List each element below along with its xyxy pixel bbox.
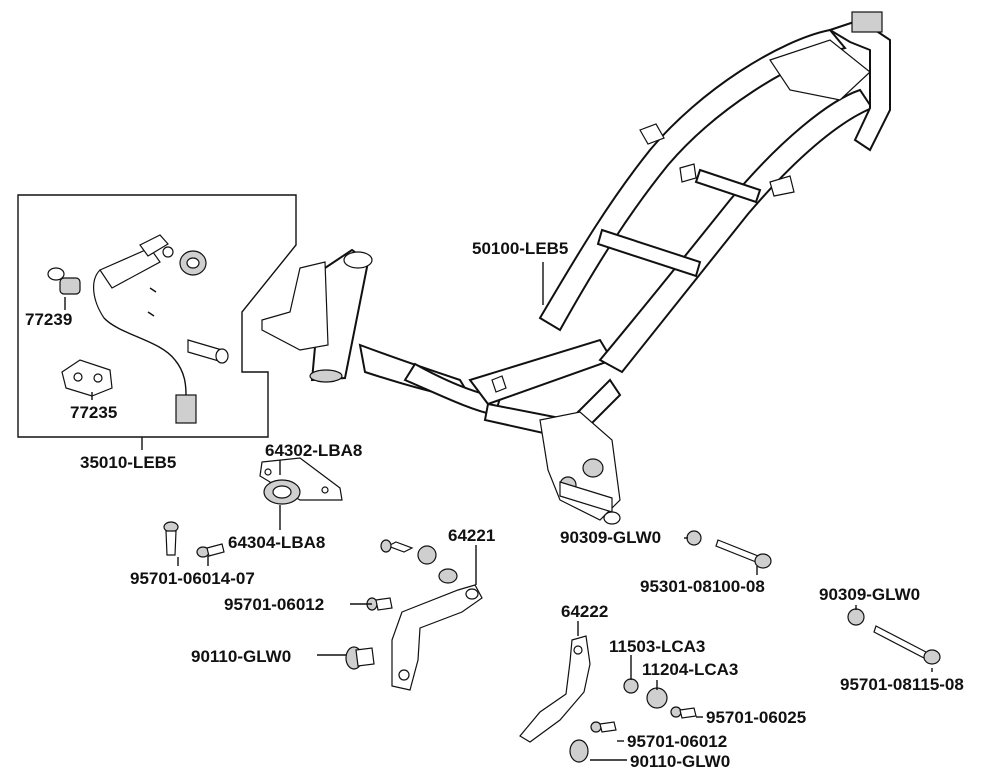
- label-bolt-95701-06012-left: 95701-06012: [224, 595, 324, 614]
- label-bolt-95701-06014-07: 95701-06014-07: [130, 569, 255, 588]
- bracket-64302-drawing: [259, 457, 343, 505]
- long-bolt-95701-08115-drawing: [847, 608, 941, 665]
- label-long-bolt-95301: 95301-08100-08: [640, 577, 765, 596]
- seat-lock-parts-drawing: [179, 250, 229, 364]
- label-plate-64221: 64221: [448, 526, 495, 545]
- long-bolt-95301-drawing: [686, 530, 772, 569]
- plate-64221-drawing: [366, 539, 483, 691]
- label-long-bolt-95701-08115: 95701-08115-08: [840, 675, 964, 694]
- label-key-set: 35010-LEB5: [80, 453, 176, 472]
- label-bush-11204: 11204-LCA3: [642, 660, 738, 679]
- plate-64222-drawing: [519, 635, 697, 763]
- label-collar-90110-left: 90110-GLW0: [191, 647, 291, 666]
- plate-77235-drawing: [61, 359, 113, 397]
- label-clamp-64304: 64304-LBA8: [228, 533, 325, 552]
- part-labels: 50100-LEB5 35010-LEB5 77239 77235 64302-…: [25, 239, 964, 771]
- frame-50100-drawing: [261, 11, 891, 525]
- leader-lines: [64, 262, 933, 761]
- label-collar-90110-right: 90110-GLW0: [630, 752, 730, 771]
- label-nut-90309-a: 90309-GLW0: [560, 528, 661, 547]
- label-plate-64222: 64222: [561, 602, 608, 621]
- label-bush-11503: 11503-LCA3: [609, 637, 705, 656]
- cylinder-77239-drawing: [47, 267, 81, 295]
- ignition-switch-drawing: [93, 234, 197, 424]
- label-bolt-95701-06012-right: 95701-06012: [627, 732, 727, 751]
- collar-90110-left-drawing: [345, 646, 375, 670]
- bolt-95701-06014-drawing: [163, 521, 179, 556]
- label-nut-90309-b: 90309-GLW0: [819, 585, 920, 604]
- label-bracket-64302: 64302-LBA8: [265, 441, 362, 460]
- bolt-small-drawing: [196, 543, 225, 558]
- label-bolt-95701-06025: 95701-06025: [706, 708, 806, 727]
- label-cylinder-77239: 77239: [25, 310, 72, 329]
- key-set-inset: [17, 194, 297, 438]
- label-frame: 50100-LEB5: [472, 239, 568, 258]
- label-plate-77235: 77235: [70, 403, 117, 422]
